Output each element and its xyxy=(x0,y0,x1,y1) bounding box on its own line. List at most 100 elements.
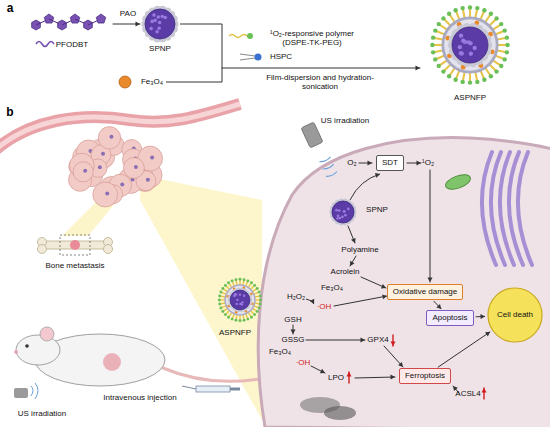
spn-core xyxy=(332,201,354,223)
peg-tip xyxy=(250,316,253,319)
connector-line xyxy=(438,332,490,367)
polymer-domain xyxy=(468,41,472,45)
peg-tip xyxy=(234,319,237,322)
polymer-domain xyxy=(234,293,236,295)
peg-tip xyxy=(499,22,503,26)
peg-tip xyxy=(259,294,262,297)
material-label: ASPNFP xyxy=(219,328,251,337)
particle-dot xyxy=(150,156,154,160)
peg-tip xyxy=(227,281,230,284)
arrowhead xyxy=(291,330,296,335)
arrow-curve xyxy=(306,299,314,304)
arrowhead xyxy=(350,261,354,266)
peg-tip xyxy=(218,294,221,297)
bone-knob xyxy=(104,245,113,254)
peg-tip xyxy=(468,80,472,84)
mitochondrion xyxy=(444,172,473,192)
peg-tip xyxy=(239,278,242,281)
species-label: Acrolein xyxy=(331,267,360,276)
peg-chain xyxy=(229,35,247,38)
peg-tip xyxy=(494,69,498,73)
peg-tip xyxy=(447,74,451,78)
arrow-line xyxy=(311,366,325,373)
peg-tip xyxy=(256,287,259,290)
connector-line xyxy=(434,301,442,309)
spn-core xyxy=(452,27,488,63)
panel-letter: a xyxy=(7,2,14,16)
particle-dot xyxy=(105,192,109,196)
peg-tip xyxy=(489,74,493,78)
arrowhead xyxy=(136,22,141,27)
species-label: Polyamine xyxy=(341,245,378,254)
peg-tip xyxy=(505,35,509,39)
peg-tip xyxy=(475,6,479,10)
peg-tip xyxy=(433,28,437,32)
peg-tip xyxy=(503,28,507,32)
species-label: GSSG xyxy=(281,335,304,344)
nucleus-node: Cell death xyxy=(487,287,543,343)
polymer-domain xyxy=(337,215,340,218)
zoom-fan xyxy=(140,175,262,420)
polymer-icon xyxy=(36,42,54,47)
reagent-label: ¹O₂-responsive polymer (DSPE-TK-PEG) xyxy=(256,29,368,47)
peg-tip xyxy=(447,12,451,16)
spn-core xyxy=(230,290,250,310)
spn-particle xyxy=(448,23,493,67)
polymer-domain xyxy=(157,26,161,30)
particle-dot xyxy=(120,182,124,186)
arrowhead xyxy=(398,362,403,367)
mouse-tail xyxy=(163,368,265,381)
node-text: Cell death xyxy=(497,310,533,319)
species-label: Fe₃O₄ xyxy=(321,283,343,292)
peg-tip xyxy=(253,284,256,287)
process-arrow xyxy=(222,67,420,68)
nucleus-circle xyxy=(488,288,542,342)
peg-tip xyxy=(234,278,237,281)
peg-tip xyxy=(246,279,249,282)
peg-tip xyxy=(258,291,261,294)
cell-membrane xyxy=(258,138,550,427)
lipid-tail xyxy=(240,54,255,60)
panel-letter: b xyxy=(6,106,13,120)
peg-tip xyxy=(253,313,256,316)
peg-tip xyxy=(482,8,486,12)
species-label: GSH xyxy=(284,315,301,324)
peg-tip xyxy=(505,43,509,47)
polymer-domain xyxy=(469,52,473,56)
syringe-needle xyxy=(182,386,196,389)
species-label: ¹O₂ xyxy=(422,158,434,167)
us-transducer xyxy=(14,388,28,398)
action-label: US irradiation xyxy=(321,116,369,125)
polymer-domain xyxy=(461,39,465,43)
peg-tip xyxy=(460,80,464,84)
peg-tip xyxy=(259,303,262,306)
arrow-curve xyxy=(350,174,380,200)
peg-tip xyxy=(259,299,262,302)
endoplasmic-reticulum xyxy=(518,152,532,265)
peg-tip xyxy=(250,281,253,284)
arrowhead xyxy=(351,238,356,243)
polymer-domain xyxy=(158,21,162,25)
mouse-head xyxy=(16,335,60,365)
particle-dot xyxy=(109,135,113,139)
polymer-domain xyxy=(239,293,241,295)
polymer-domain xyxy=(160,15,164,19)
polymer-domain xyxy=(335,209,338,212)
material-label: SPNP xyxy=(366,205,388,214)
lipid-peroxide-cloud xyxy=(324,406,356,420)
arrow-line xyxy=(350,256,356,266)
polymer-domain xyxy=(347,208,350,211)
peg-tip xyxy=(494,16,498,20)
metastasis-spot xyxy=(70,240,80,250)
bone xyxy=(42,241,108,249)
peg-tip xyxy=(258,306,261,309)
peg-tip xyxy=(221,310,224,313)
us-transducer xyxy=(301,122,323,148)
arrowhead xyxy=(347,372,352,377)
tumor-cell xyxy=(93,182,118,207)
peg-tip xyxy=(460,6,464,10)
arrowhead xyxy=(375,173,380,178)
peg-tip xyxy=(430,43,434,47)
